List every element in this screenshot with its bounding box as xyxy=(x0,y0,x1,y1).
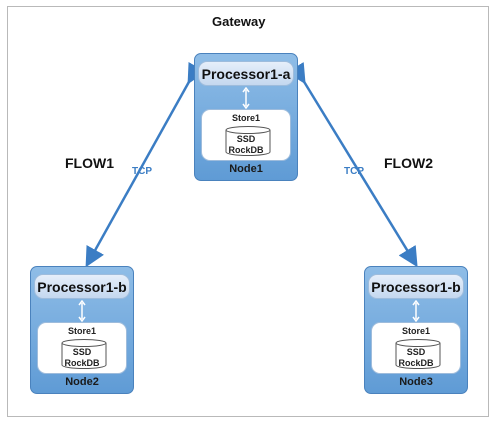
node2-name: Node2 xyxy=(65,376,99,388)
node1-box: Processor1-a Store1 SSD RockDB Node1 xyxy=(194,53,298,181)
node1-name: Node1 xyxy=(229,163,263,175)
node3-engine-label: RockDB xyxy=(398,358,434,368)
node1-disk-label: SSD xyxy=(236,134,256,144)
node3-processor: Processor1-b xyxy=(368,274,464,299)
node3-processor-store-link xyxy=(412,300,420,322)
node2-engine-label: RockDB xyxy=(64,358,100,368)
diagram-frame xyxy=(7,6,489,417)
tcp-arrow-node1-node3 xyxy=(286,61,418,268)
node3-disk-label: SSD xyxy=(406,347,426,357)
tcp-label-right: TCP xyxy=(344,166,364,177)
node2-store-label: Store1 xyxy=(67,326,96,336)
node2-processor: Processor1-b xyxy=(34,274,130,299)
node1-store: Store1 SSD RockDB xyxy=(201,109,291,161)
node3-store-label: Store1 xyxy=(401,326,430,336)
node3-box: Processor1-b Store1 SSD RockDB Node3 xyxy=(364,266,468,394)
node1-processor: Processor1-a xyxy=(198,61,294,86)
node1-database-icon xyxy=(225,126,271,156)
node1-processor-store-link xyxy=(242,87,250,109)
node2-box: Processor1-b Store1 SSD RockDB Node2 xyxy=(30,266,134,394)
node2-database-icon xyxy=(61,339,107,369)
node3-store: Store1 SSD RockDB xyxy=(371,322,461,374)
tcp-arrow-node1-node2 xyxy=(85,62,207,268)
node2-disk-label: SSD xyxy=(72,347,92,357)
node3-database-icon xyxy=(395,339,441,369)
node1-store-label: Store1 xyxy=(231,113,260,123)
node3-name: Node3 xyxy=(399,376,433,388)
gateway-title: Gateway xyxy=(212,14,266,29)
node2-store: Store1 SSD RockDB xyxy=(37,322,127,374)
node1-engine-label: RockDB xyxy=(228,145,264,155)
node2-processor-store-link xyxy=(78,300,86,322)
tcp-label-left: TCP xyxy=(132,166,152,177)
